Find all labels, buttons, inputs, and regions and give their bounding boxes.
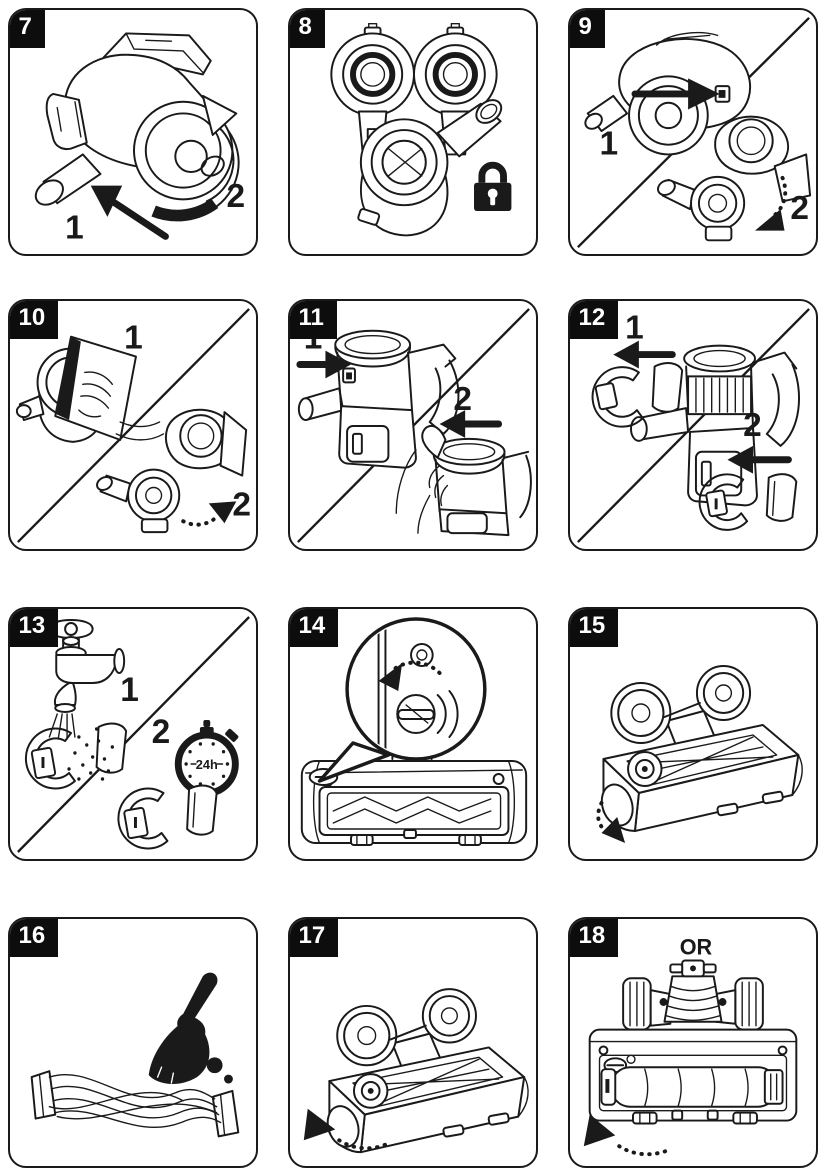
handheld-vacuum-rotate-dust-cup-illustration: 1 2 <box>34 32 245 247</box>
panel-number-badge: 9 <box>570 10 605 48</box>
step-label-2: 2 <box>152 713 171 751</box>
step-label-2: 2 <box>226 178 245 215</box>
padlock-icon <box>474 161 512 212</box>
panel-number: 10 <box>18 303 46 331</box>
panel-10: 10 1 2 <box>8 299 258 551</box>
step-label-1: 1 <box>124 319 143 356</box>
filter-discs-and-dust-cup-illustration <box>330 22 512 237</box>
panel-number-badge: 14 <box>290 609 339 647</box>
panel-number: 12 <box>578 303 606 331</box>
step-label-1: 1 <box>600 126 619 163</box>
step-label-2: 2 <box>232 486 251 523</box>
press-release-and-remove-dust-cup-illustration: 1 2 <box>577 16 812 248</box>
panel-14: 14 <box>288 607 538 861</box>
panel-11: 11 1 2 <box>288 299 538 551</box>
flip-floor-head-illustration <box>596 665 803 843</box>
panel-number-badge: 11 <box>290 301 337 339</box>
floor-head-latch-magnified-illustration <box>300 617 528 846</box>
panel-number-badge: 7 <box>10 10 45 48</box>
water-droplets <box>67 727 115 781</box>
panel-number: 18 <box>578 921 606 949</box>
panel-number-badge: 13 <box>10 609 59 647</box>
panel-8: 8 <box>288 8 538 256</box>
rinse-filters-and-dry-illustration: 1 2 24h <box>17 616 250 853</box>
panel-number: 7 <box>18 12 32 40</box>
timer-label: 24h <box>196 757 218 772</box>
alternative-floor-head-underside-illustration: OR <box>583 935 798 1157</box>
panel-number: 17 <box>298 921 326 949</box>
panel-7: 7 1 2 <box>8 8 258 256</box>
panel-18: 18 OR <box>568 917 818 1168</box>
panel-12: 12 1 2 <box>568 299 818 551</box>
panel-number: 14 <box>298 611 326 639</box>
step-label-2: 2 <box>453 381 472 418</box>
clean-brush-bar-illustration <box>30 972 240 1138</box>
panel-number: 9 <box>578 12 592 40</box>
panel-number: 11 <box>298 303 324 331</box>
panel-number-badge: 10 <box>10 301 59 339</box>
step-label-2: 2 <box>743 407 762 444</box>
wipe-dust-cup-with-cloth-illustration: 1 2 <box>15 308 251 543</box>
panel-number-badge: 8 <box>290 10 325 48</box>
panel-number-badge: 15 <box>570 609 619 647</box>
panel-number-badge: 12 <box>570 301 619 339</box>
step-label-1: 1 <box>120 671 139 709</box>
panel-number-badge: 18 <box>570 919 619 957</box>
panel-number: 15 <box>578 611 606 639</box>
panel-number-badge: 17 <box>290 919 339 957</box>
step-label-1: 1 <box>625 310 644 347</box>
step-label-1: 1 <box>65 210 84 247</box>
floor-head-underside-illustration <box>303 988 529 1154</box>
panel-13: 13 1 2 <box>8 607 258 861</box>
panel-16: 16 <box>8 917 258 1168</box>
magnifier-callout <box>317 617 487 783</box>
panel-9: 9 1 2 <box>568 8 818 256</box>
cleaning-brush-icon <box>148 972 233 1084</box>
panel-17: 17 <box>288 917 538 1168</box>
panel-number-badge: 16 <box>10 919 59 957</box>
panel-number: 8 <box>298 12 312 40</box>
or-label: OR <box>680 935 713 960</box>
panel-number: 16 <box>18 921 46 949</box>
remove-filter-parts-illustration: 1 2 <box>577 308 810 543</box>
faucet-icon <box>48 619 126 740</box>
stopwatch-icon: 24h <box>174 720 239 797</box>
panel-15: 15 <box>568 607 818 861</box>
step-label-2: 2 <box>790 190 809 227</box>
press-latch-and-pull-cup-illustration: 1 2 <box>296 308 532 543</box>
panel-number: 13 <box>18 611 46 639</box>
